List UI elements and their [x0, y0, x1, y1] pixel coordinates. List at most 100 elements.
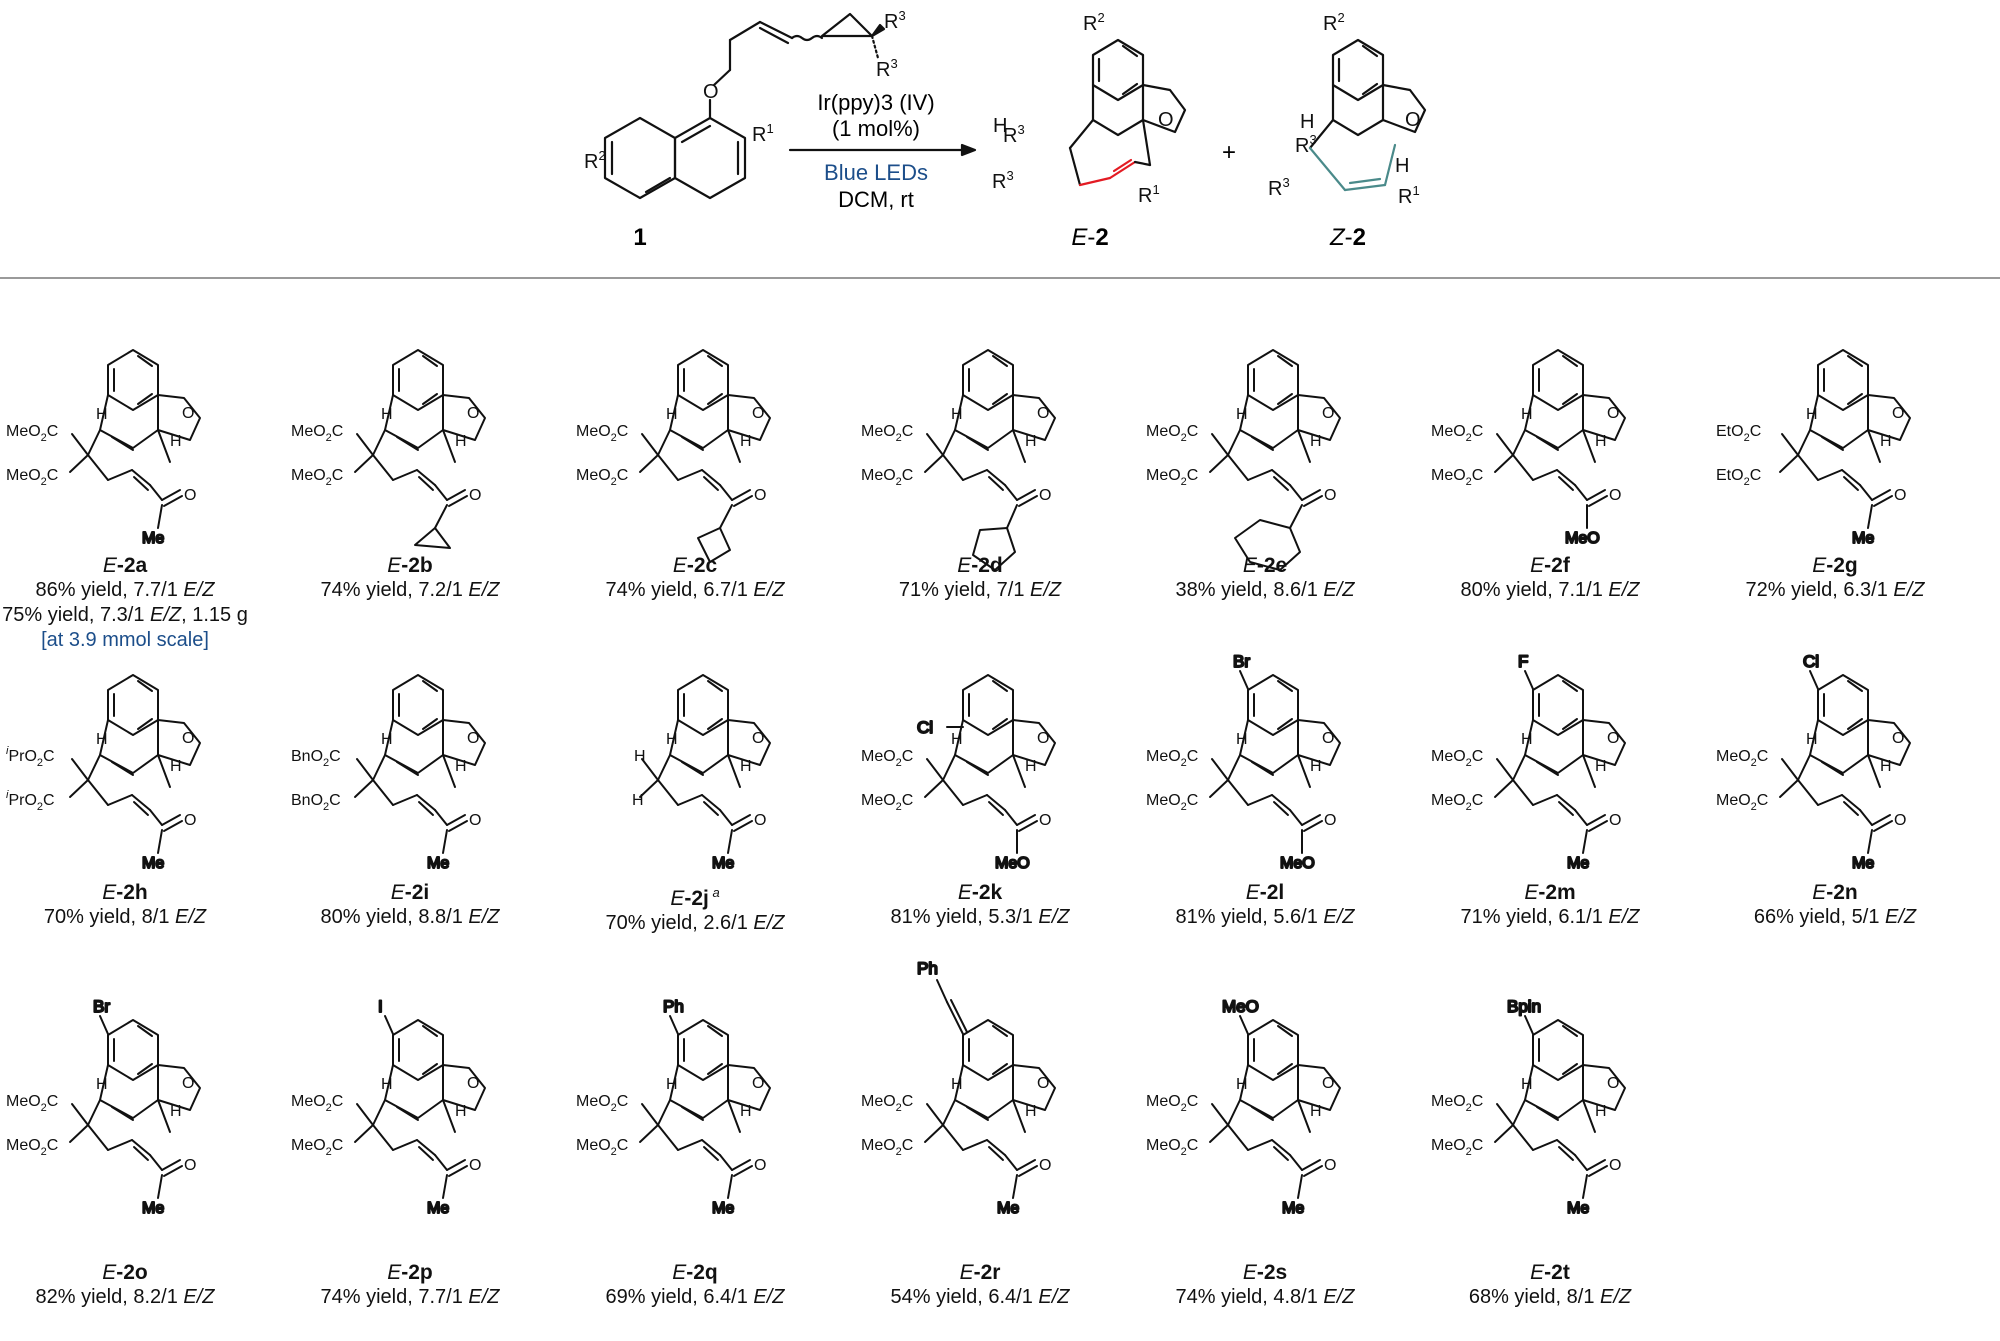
svg-text:H: H: [1025, 433, 1037, 450]
svg-text:MeO2C: MeO2C: [1716, 748, 1768, 769]
compound-structure-2b: H O H O MeO2C MeO2C: [285, 300, 535, 550]
svg-text:O: O: [1324, 487, 1336, 504]
svg-text:MeO2C: MeO2C: [861, 423, 913, 444]
compound-structure-2e: H O H O MeO2C MeO2C: [1140, 300, 1390, 571]
svg-text:H: H: [1595, 1103, 1607, 1120]
compound-yield: 74% yield, 7.2/1 E/Z: [320, 579, 500, 601]
compound-yield: 81% yield, 5.6/1 E/Z: [1175, 906, 1355, 928]
svg-text:Me: Me: [142, 855, 164, 872]
compound-label: E-2g: [1812, 554, 1858, 577]
svg-text:F: F: [1518, 652, 1528, 671]
svg-text:H: H: [1236, 731, 1248, 748]
svg-text:O: O: [1892, 405, 1904, 422]
svg-text:O: O: [1894, 487, 1906, 504]
svg-text:H: H: [1806, 406, 1818, 423]
svg-text:MeO2C: MeO2C: [1431, 1093, 1483, 1114]
svg-text:O: O: [469, 1157, 481, 1174]
svg-text:MeO2C: MeO2C: [1431, 792, 1483, 813]
svg-text:O: O: [1324, 812, 1336, 829]
compound-label: E-2c: [672, 554, 718, 577]
svg-text:R2: R2: [584, 148, 606, 173]
svg-text:O: O: [1405, 109, 1421, 131]
compound-yield: 71% yield, 6.1/1 E/Z: [1460, 906, 1640, 928]
svg-text:O: O: [469, 487, 481, 504]
svg-text:H: H: [632, 792, 644, 809]
svg-text:H: H: [170, 1103, 182, 1120]
compound-structure-2f: MeO H O H O MeO2C MeO2C: [1425, 300, 1675, 550]
svg-text:EtO2C: EtO2C: [1716, 423, 1761, 444]
svg-text:O: O: [1037, 1075, 1049, 1092]
svg-text:MeO: MeO: [1222, 997, 1259, 1016]
svg-text:MeO2C: MeO2C: [861, 1093, 913, 1114]
compound-yield: 70% yield, 2.6/1 E/Z: [605, 912, 785, 934]
compound-label: E-2i: [390, 881, 430, 904]
svg-text:MeO: MeO: [995, 855, 1030, 872]
svg-text:H: H: [1521, 406, 1533, 423]
svg-text:H: H: [1880, 758, 1892, 775]
product-z-label: Z-2: [1329, 224, 1366, 251]
svg-text:H: H: [1310, 433, 1322, 450]
catalyst-label: Ir(ppy)3 (IV): [817, 90, 934, 115]
svg-text:O: O: [1039, 1157, 1051, 1174]
svg-text:H: H: [96, 1076, 108, 1093]
svg-text:O: O: [184, 1157, 196, 1174]
svg-text:O: O: [754, 1157, 766, 1174]
compound-structure-2l: MeO Br H O H O MeO2C MeO2C: [1140, 625, 1390, 875]
svg-text:H: H: [634, 748, 646, 765]
compound-structure-2i: Me H O H O BnO2C BnO2C: [285, 625, 535, 875]
conditions-label: DCM, rt: [838, 187, 914, 212]
svg-text:H: H: [1310, 758, 1322, 775]
svg-text:MeO2C: MeO2C: [576, 467, 628, 488]
svg-text:MeO2C: MeO2C: [6, 467, 58, 488]
svg-text:MeO2C: MeO2C: [1146, 1093, 1198, 1114]
compound-yield: 81% yield, 5.3/1 E/Z: [890, 906, 1070, 928]
svg-text:O: O: [1609, 1157, 1621, 1174]
svg-text:O: O: [752, 1075, 764, 1092]
svg-text:O: O: [182, 405, 194, 422]
compound-yield: 82% yield, 8.2/1 E/Z: [35, 1286, 215, 1308]
svg-text:R1: R1: [752, 121, 774, 146]
svg-text:iPrO2C: iPrO2C: [6, 745, 55, 769]
compound-structure-2a: Me H O H O MeO2C MeO2C: [0, 300, 250, 550]
compound-structure-2n: Me Cl H O H O MeO2C MeO2C: [1710, 625, 1960, 875]
svg-text:MeO2C: MeO2C: [291, 1093, 343, 1114]
svg-text:H: H: [1595, 433, 1607, 450]
compound-label: E-2e: [1242, 554, 1288, 577]
product-e-structure: [1068, 38, 1187, 187]
svg-text:H: H: [96, 406, 108, 423]
svg-text:H: H: [455, 758, 467, 775]
svg-text:MeO2C: MeO2C: [1146, 748, 1198, 769]
svg-text:O: O: [184, 487, 196, 504]
svg-text:MeO2C: MeO2C: [576, 1137, 628, 1158]
svg-text:O: O: [752, 730, 764, 747]
svg-text:O: O: [1039, 812, 1051, 829]
compound-structure-2j: Me H O H O H H: [570, 625, 820, 875]
svg-text:R3: R3: [884, 8, 906, 33]
compound-structure-2r: Me Ph H O H O MeO2C MeO2C: [855, 958, 1105, 1220]
product-e-label: E-2: [1071, 224, 1108, 251]
compound-yield: 86% yield, 7.7/1 E/Z: [35, 579, 215, 601]
svg-text:H: H: [170, 758, 182, 775]
svg-text:Ph: Ph: [663, 997, 684, 1016]
reaction-scheme: R2 R1 O R3 R3 R2 H R3 R3 O R1 R2 H R3 R3…: [584, 8, 1427, 251]
compound-yield: 80% yield, 8.8/1 E/Z: [320, 906, 500, 928]
svg-text:H: H: [951, 731, 963, 748]
svg-text:I: I: [378, 997, 383, 1016]
svg-text:O: O: [469, 812, 481, 829]
svg-text:R2: R2: [1323, 10, 1345, 35]
light-source: Blue LEDs: [824, 160, 928, 185]
svg-text:MeO2C: MeO2C: [861, 1137, 913, 1158]
svg-text:MeO2C: MeO2C: [1431, 467, 1483, 488]
svg-text:H: H: [1806, 731, 1818, 748]
svg-text:H: H: [1025, 1103, 1037, 1120]
compound-structure-2q: Me Ph H O H O MeO2C MeO2C: [570, 970, 820, 1220]
compound-structure-2t: Me Bpin H O H O MeO2C MeO2C: [1425, 970, 1675, 1220]
svg-text:MeO2C: MeO2C: [861, 792, 913, 813]
compound-label: E-2m: [1524, 881, 1576, 904]
